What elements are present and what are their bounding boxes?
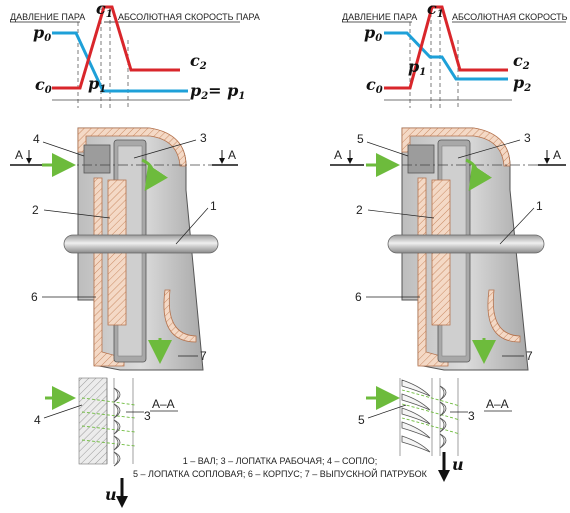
label-1: 1 [210, 199, 217, 213]
speed-curve [384, 5, 508, 90]
section-label-nozzle: 5 [358, 413, 365, 427]
p0-label: p0 [33, 23, 51, 44]
speed-label: АБСОЛЮТНАЯ СКОРОСТЬ ПАРА [118, 12, 260, 22]
c1-label: c1 [427, 0, 444, 20]
right-turbine: A A 5 3 2 1 6 7 [330, 127, 566, 482]
shaft [63, 234, 219, 254]
nozzle-block [83, 144, 111, 174]
blade-flow-lines [401, 389, 461, 435]
label-2: 2 [32, 203, 39, 217]
rotor-blades [439, 385, 447, 449]
housing-wall [401, 127, 511, 167]
pressure-label: ДАВЛЕНИЕ ПАРА [10, 12, 85, 22]
speed-label: АБСОЛЮТНАЯ СКОРОСТЬ ПАРА [452, 12, 570, 22]
nozzle-blades [401, 379, 431, 453]
c2-label: c2 [513, 51, 530, 72]
rotor-blades [113, 387, 121, 467]
pressure-curve [52, 31, 188, 93]
c0-label: c0 [366, 75, 383, 96]
label-3: 3 [200, 131, 207, 145]
c0-label: c0 [35, 75, 52, 96]
shaft [387, 234, 545, 254]
section-title: A–A [152, 397, 175, 411]
p1-label: p1 [408, 57, 426, 78]
pressure-label: ДАВЛЕНИЕ ПАРА [342, 12, 417, 22]
left-turbine: A A 4 3 2 1 6 7 [10, 127, 238, 508]
c2-label: c2 [190, 51, 207, 72]
label-3: 3 [524, 131, 531, 145]
section-label-rotor: 3 [468, 409, 475, 423]
section-mark-right: A [553, 148, 561, 162]
label-5: 5 [357, 132, 364, 146]
right-graph: ДАВЛЕНИЕ ПАРА АБСОЛЮТНАЯ СКОРОСТЬ ПАРА c… [342, 0, 570, 108]
section-label-nozzle: 4 [34, 413, 41, 427]
u-label: u [452, 455, 464, 474]
exhaust-wall [487, 289, 521, 343]
p2-label: p2 [513, 73, 531, 94]
left-graph: ДАВЛЕНИЕ ПАРА АБСОЛЮТНАЯ СКОРОСТЬ ПАРА c… [10, 0, 260, 108]
p1-label: p1 [88, 74, 106, 95]
label-6: 6 [355, 290, 362, 304]
section-title: A–A [486, 397, 509, 411]
speed-curve [52, 5, 180, 90]
p0-label: p0 [364, 23, 382, 44]
label-6: 6 [31, 290, 38, 304]
section-label-rotor: 3 [144, 409, 151, 423]
exhaust-wall [163, 289, 197, 343]
pressure-curve [384, 31, 508, 81]
label-1: 1 [536, 199, 543, 213]
section-mark-left: A [15, 148, 23, 162]
rotor-flow-arrow [141, 158, 168, 191]
c1-label: c1 [96, 0, 113, 20]
u-label: u [105, 485, 117, 504]
nozzle-section [78, 377, 108, 465]
section-mark-right: A [228, 148, 236, 162]
label-2: 2 [356, 203, 363, 217]
label-7: 7 [526, 349, 533, 363]
caption-line-2: 5 – ЛОПАТКА СОПЛОВАЯ; 6 – КОРПУС; 7 – ВЫ… [133, 468, 428, 479]
nozzle-flow-lines [81, 397, 136, 447]
nozzle-block [407, 144, 435, 174]
housing-wall [77, 127, 187, 167]
caption-line-1: 1 – ВАЛ; 3 – ЛОПАТКА РАБОЧАЯ; 4 – СОПЛО; [183, 456, 377, 466]
rotor-flow-arrow [465, 158, 492, 191]
p2-equals-p1-label: p2= p1 [190, 81, 245, 102]
section-mark-left: A [334, 148, 342, 162]
label-7: 7 [200, 349, 207, 363]
label-4: 4 [33, 132, 40, 146]
